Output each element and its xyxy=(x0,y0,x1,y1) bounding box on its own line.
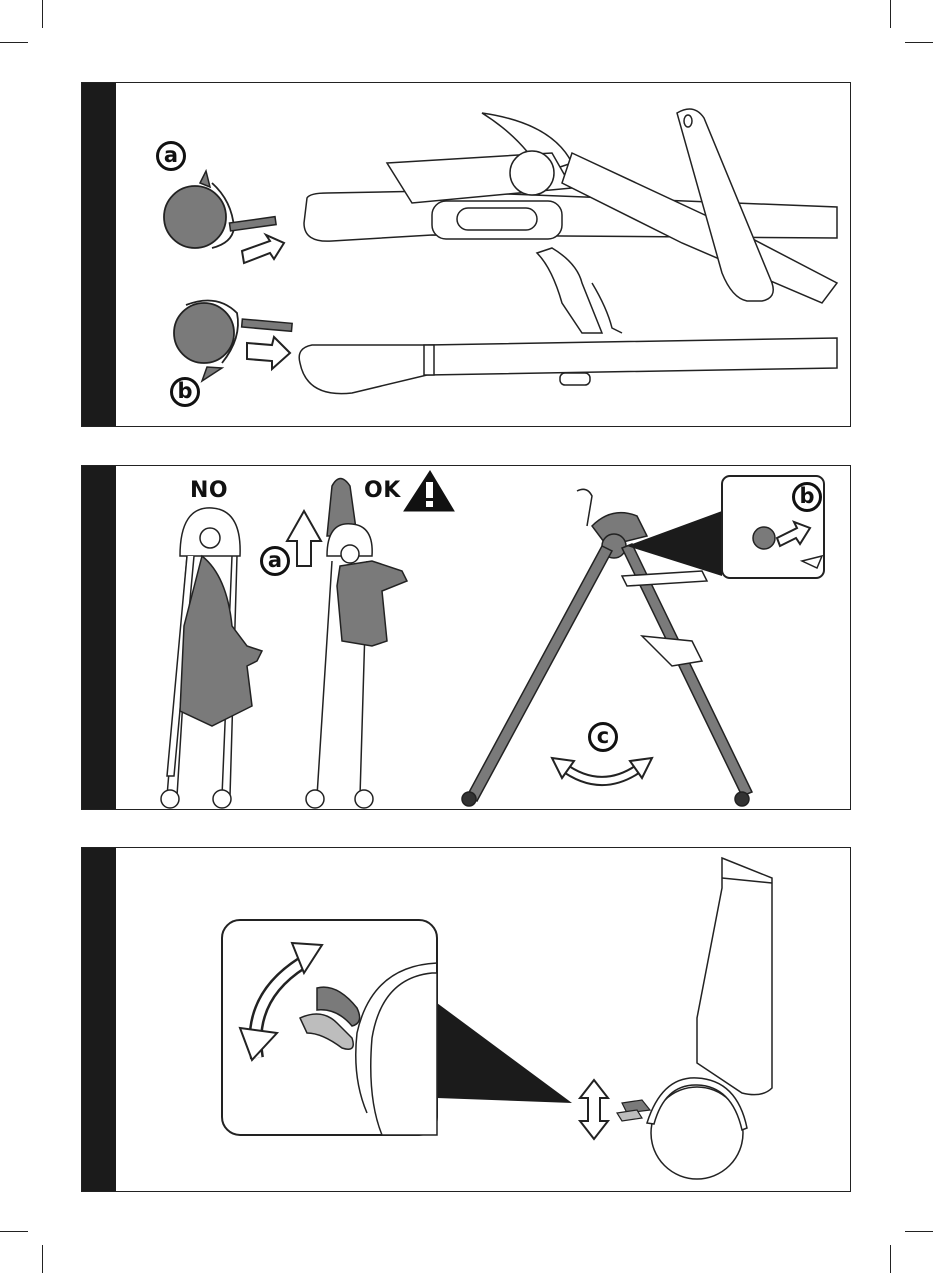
fold-illustration xyxy=(82,466,851,810)
callout-a: a xyxy=(260,546,290,576)
step-panel-wheels: a b xyxy=(81,82,851,427)
crop-mark xyxy=(0,1231,28,1232)
crop-mark xyxy=(890,1245,891,1273)
callout-a: a xyxy=(156,141,186,171)
crop-mark xyxy=(42,0,43,28)
crop-mark xyxy=(890,0,891,28)
brake-illustration xyxy=(82,848,851,1192)
crop-mark xyxy=(0,42,28,43)
magnified-brake-pedal xyxy=(222,920,437,1135)
wheel-insertion-illustration xyxy=(82,83,851,427)
callout-b: b xyxy=(170,377,200,407)
label-no: NO xyxy=(190,478,228,503)
warning-triangle-icon xyxy=(404,471,454,511)
crop-mark xyxy=(42,1245,43,1273)
callout-b: b xyxy=(792,482,822,512)
step-panel-fold: NO OK a b c xyxy=(81,465,851,810)
step-panel-brake xyxy=(81,847,851,1192)
up-down-arrow-icon xyxy=(577,1078,611,1140)
crop-mark xyxy=(905,42,933,43)
crop-mark xyxy=(905,1231,933,1232)
callout-c: c xyxy=(588,722,618,752)
label-ok: OK xyxy=(364,478,401,503)
